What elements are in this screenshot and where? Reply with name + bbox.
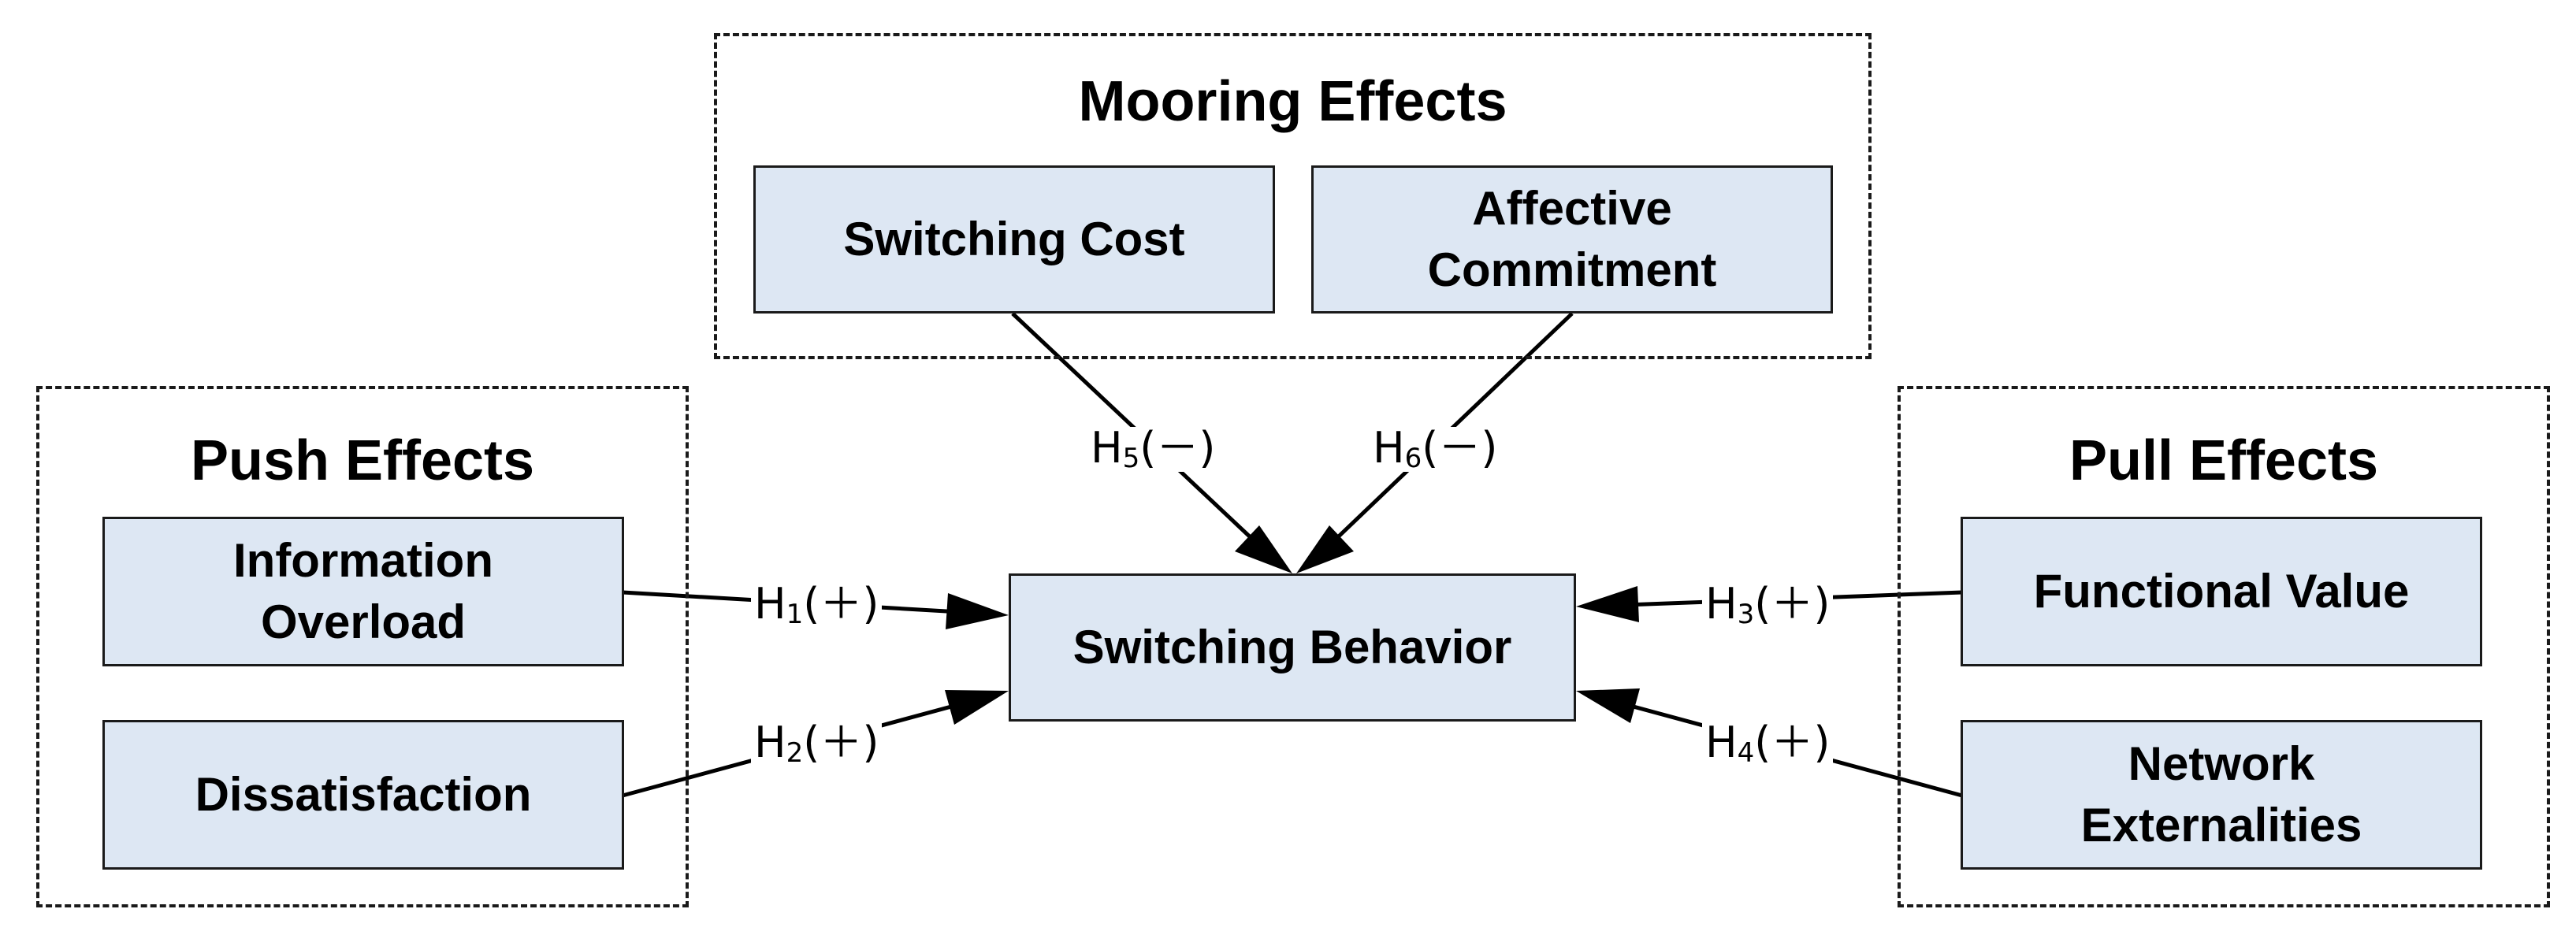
- hypothesis-h3-label: H3(＋): [1702, 583, 1834, 628]
- arrowhead-h5: [1235, 525, 1292, 573]
- information-overload-node: Information Overload: [102, 517, 624, 666]
- hypothesis-h5-label: H5(－): [1087, 427, 1219, 472]
- push-effects-group: Push Effects: [36, 386, 689, 907]
- dissatisfaction-node: Dissatisfaction: [102, 720, 624, 870]
- switching-cost-label: Switching Cost: [843, 213, 1185, 265]
- network-externalities-node: Network Externalities: [1961, 720, 2482, 870]
- switching-cost-node: Switching Cost: [753, 165, 1275, 314]
- arrowhead-h4: [1576, 688, 1640, 723]
- mooring-effects-group: Mooring Effects: [714, 33, 1872, 359]
- information-overload-label: Information Overload: [233, 534, 493, 648]
- affective-commitment-label: Affective Commitment: [1427, 182, 1717, 296]
- arrowhead-h1: [946, 593, 1009, 629]
- switching-behavior-node: Switching Behavior: [1009, 573, 1576, 722]
- functional-value-node: Functional Value: [1961, 517, 2482, 666]
- pull-effects-group: Pull Effects: [1898, 386, 2550, 907]
- hypothesis-h2-label: H2(＋): [751, 722, 883, 766]
- switching-behavior-label: Switching Behavior: [1072, 621, 1512, 673]
- functional-value-label: Functional Value: [2033, 565, 2410, 618]
- hypothesis-h1-label: H1(＋): [751, 583, 883, 628]
- dissatisfaction-label: Dissatisfaction: [195, 768, 532, 821]
- mooring-effects-title: Mooring Effects: [1078, 70, 1507, 133]
- hypothesis-h6-label: H6(－): [1370, 427, 1501, 472]
- push-effects-title: Push Effects: [190, 429, 535, 492]
- arrowhead-h2: [945, 690, 1009, 725]
- arrowhead-h3: [1576, 586, 1639, 622]
- affective-commitment-node: Affective Commitment: [1311, 165, 1833, 314]
- arrowhead-h6: [1296, 525, 1354, 573]
- pull-effects-title: Pull Effects: [2069, 429, 2379, 492]
- hypothesis-h4-label: H4(＋): [1702, 722, 1834, 766]
- network-externalities-label: Network Externalities: [2080, 737, 2362, 852]
